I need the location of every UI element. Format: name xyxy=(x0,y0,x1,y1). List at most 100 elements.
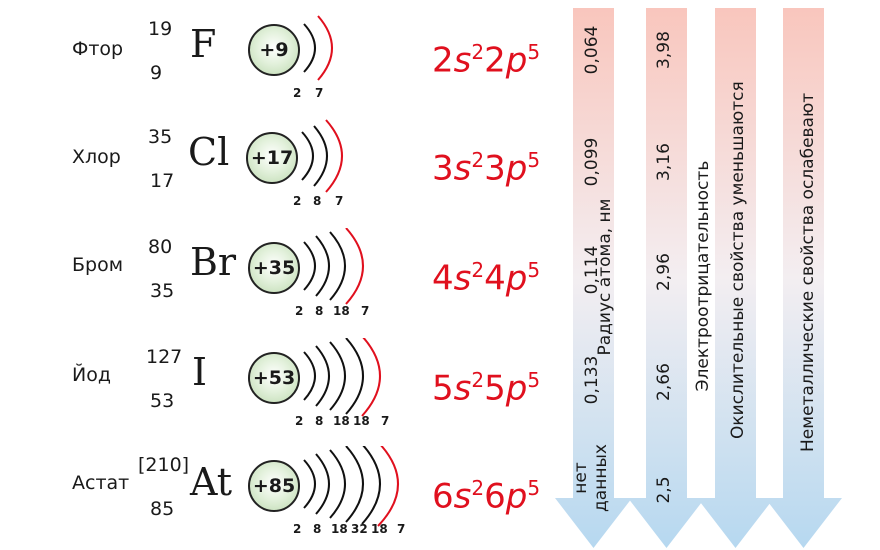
nucleus: +9 xyxy=(248,24,300,76)
atomic-number: 9 xyxy=(150,62,163,84)
shell-3 xyxy=(329,449,346,519)
shell-2 xyxy=(315,345,330,407)
shell-count: 8 xyxy=(315,414,324,428)
shell-2 xyxy=(317,15,333,81)
shell-count: 7 xyxy=(381,414,390,428)
shell-count: 18 xyxy=(371,522,388,536)
shell-count: 7 xyxy=(315,86,324,100)
element-name: Фтор xyxy=(72,38,124,60)
atomic-number: 53 xyxy=(150,390,175,412)
electronegativity-value: 3,16 xyxy=(654,143,674,181)
radius-value-no-data: нет данных xyxy=(571,444,611,512)
shell-2 xyxy=(315,453,330,515)
oxidizing-label: Окислительные свойства уменьшаются xyxy=(728,81,748,439)
shell-count: 7 xyxy=(361,304,370,318)
shell-count: 8 xyxy=(315,304,324,318)
electron-configuration: 5s25p5 xyxy=(432,368,541,409)
shell-count: 7 xyxy=(335,194,344,208)
shell-count: 2 xyxy=(293,522,302,536)
nucleus: +85 xyxy=(248,460,300,512)
shell-3 xyxy=(329,341,346,411)
electron-configuration: 4s24p5 xyxy=(432,258,541,299)
mass-number: 80 xyxy=(148,236,173,258)
mass-number: 35 xyxy=(148,126,173,148)
nucleus-charge: +53 xyxy=(252,367,296,389)
element-name: Хлор xyxy=(72,146,121,168)
nucleus-charge: +85 xyxy=(252,475,296,497)
mass-number: 127 xyxy=(146,346,183,368)
electron-shells xyxy=(303,15,333,81)
shell-3 xyxy=(329,231,346,301)
arrow-nonmetallic xyxy=(765,8,842,548)
shell-1 xyxy=(303,23,316,73)
element-row-iodine: Йод 127 53 I +53 2 8 18 18 7 5s25p5 xyxy=(0,338,560,438)
shell-count: 18 xyxy=(353,414,370,428)
nucleus-charge: +17 xyxy=(250,147,294,169)
radius-value: 0,064 xyxy=(582,25,602,75)
shell-1 xyxy=(303,241,316,291)
element-symbol: I xyxy=(192,350,208,394)
shell-6 xyxy=(377,446,399,527)
element-name: Йод xyxy=(72,364,111,386)
nucleus-charge: +35 xyxy=(252,257,296,279)
electron-shells xyxy=(303,338,381,417)
shell-count: 8 xyxy=(313,522,322,536)
arrow-electronegativity xyxy=(628,8,705,548)
element-symbol: Br xyxy=(190,240,237,284)
electron-shells xyxy=(303,228,364,305)
shell-count: 18 xyxy=(333,414,350,428)
nucleus: +17 xyxy=(246,132,298,184)
shell-1 xyxy=(303,351,316,401)
shell-count: 18 xyxy=(331,522,348,536)
shell-4 xyxy=(345,338,364,415)
shell-count: 18 xyxy=(333,304,350,318)
element-name: Астат xyxy=(72,472,130,494)
element-row-fluorine: Фтор 19 9 F +9 2 7 2s22p5 xyxy=(0,10,560,110)
shell-count: 2 xyxy=(293,86,302,100)
shell-count: 2 xyxy=(293,194,302,208)
shell-count: 2 xyxy=(295,304,304,318)
shell-1 xyxy=(301,131,314,181)
electron-configuration: 2s22p5 xyxy=(432,40,541,81)
shell-3 xyxy=(325,119,343,193)
shell-count: 32 xyxy=(351,522,368,536)
shell-4 xyxy=(345,228,364,305)
electron-configuration: 6s26p5 xyxy=(432,476,541,517)
element-row-chlorine: Хлор 35 17 Cl +17 2 8 7 3s23p5 xyxy=(0,118,560,218)
electronegativity-value: 3,98 xyxy=(654,31,674,69)
shell-5 xyxy=(361,338,381,417)
element-name: Бром xyxy=(72,254,124,276)
shell-count: 8 xyxy=(313,194,322,208)
nucleus-charge: +9 xyxy=(259,39,289,61)
electronegativity-value: 2,66 xyxy=(654,363,674,401)
element-row-bromine: Бром 80 35 Br +35 2 8 18 7 4s24p5 xyxy=(0,228,560,328)
shell-count: 2 xyxy=(295,414,304,428)
nonmetallic-label: Неметаллические свойства ослабевают xyxy=(798,92,818,452)
arrow-radius xyxy=(555,8,632,548)
electron-shells xyxy=(301,119,343,193)
shell-2 xyxy=(313,125,328,187)
electronegativity-value: 2,96 xyxy=(654,253,674,291)
mass-number: 19 xyxy=(148,18,173,40)
shell-2 xyxy=(315,235,330,297)
atomic-number: 35 xyxy=(150,280,175,302)
atomic-number: 85 xyxy=(150,498,175,520)
electron-configuration: 3s23p5 xyxy=(432,148,541,189)
mass-number: [210] xyxy=(138,454,190,476)
nucleus: +35 xyxy=(248,242,300,294)
element-symbol: At xyxy=(190,460,233,504)
shell-4 xyxy=(345,446,364,523)
nucleus: +53 xyxy=(248,352,300,404)
electron-shells xyxy=(303,446,399,527)
element-symbol: Cl xyxy=(188,130,230,174)
electronegativity-label: Электроотрицательность xyxy=(693,160,713,392)
element-symbol: F xyxy=(190,22,217,66)
electronegativity-value: 2,5 xyxy=(654,476,674,504)
shell-1 xyxy=(303,459,316,509)
arrow-oxidizing xyxy=(697,8,774,548)
radius-label: Радиус атома, нм xyxy=(595,198,615,356)
element-row-astatine: Астат [210] 85 At +85 2 8 18 32 18 7 6s2… xyxy=(0,446,560,546)
shell-count: 7 xyxy=(397,522,406,536)
atomic-number: 17 xyxy=(150,170,175,192)
